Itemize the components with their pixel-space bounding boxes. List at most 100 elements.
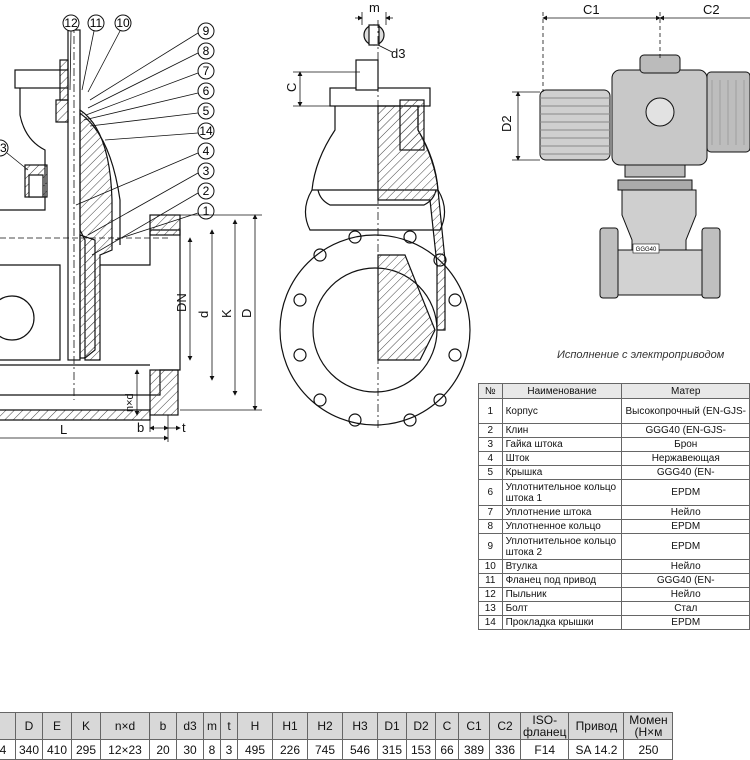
part-name: Фланец под привод	[501, 573, 623, 588]
part-num: 12	[478, 587, 503, 602]
dimensions-header: D E K n×d b d3 m t H H1 H2 H3 D1 D2 C C1…	[0, 712, 674, 740]
part-name: Прокладка крышки	[501, 615, 623, 630]
header-num: №	[478, 383, 503, 399]
part-num: 13	[478, 601, 503, 616]
part-name: Болт	[501, 601, 623, 616]
dim-header: H2	[307, 712, 343, 740]
callout-4: 4	[75, 142, 215, 206]
dim-header: n×d	[100, 712, 150, 740]
svg-text:6: 6	[203, 84, 210, 98]
dim-header: C1	[458, 712, 490, 740]
part-num: 14	[478, 615, 503, 630]
svg-text:10: 10	[116, 16, 130, 30]
dim-header: b	[149, 712, 177, 740]
dim-d2: D2	[499, 115, 514, 132]
part-name: Клин	[501, 423, 623, 438]
svg-text:12: 12	[64, 16, 78, 30]
svg-text:14: 14	[199, 124, 213, 138]
svg-text:2: 2	[203, 184, 210, 198]
part-material: GGG40 (EN-GJS-	[621, 423, 750, 438]
part-material: Нейло	[621, 505, 750, 520]
dim-header: ISO-фланец	[519, 712, 570, 740]
callout-10: 10	[87, 14, 132, 93]
dim-header: D1	[377, 712, 407, 740]
part-num: 11	[478, 573, 503, 588]
dim-dn: DN	[174, 293, 189, 312]
dim-header: D	[15, 712, 43, 740]
part-num: 8	[478, 519, 503, 534]
dim-header: m	[203, 712, 221, 740]
front-dimensions	[293, 12, 393, 107]
part-name: Втулка	[501, 559, 623, 574]
svg-text:7: 7	[203, 64, 210, 78]
actuator-caption: Исполнение с электроприводом	[557, 349, 725, 361]
callout-13: 13	[0, 139, 29, 171]
part-material: EPDM	[621, 615, 750, 630]
callout-7: 7	[85, 62, 215, 116]
part-name: Пыльник	[501, 587, 623, 602]
dim-header: H3	[342, 712, 378, 740]
part-name: Уплотненное кольцо	[501, 519, 623, 534]
part-material: Нержавеющая	[621, 451, 750, 466]
dim-d-large: D	[239, 309, 254, 318]
part-callouts: 12 11 10 9 8 7	[0, 14, 215, 256]
dim-header: C2	[489, 712, 521, 740]
header-material: Матер	[621, 383, 750, 399]
dim-d3: d3	[391, 46, 405, 61]
callout-8: 8	[87, 42, 215, 109]
dim-c: C	[284, 83, 299, 92]
part-name: Гайка штока	[501, 437, 623, 452]
part-material: GGG40 (EN-	[621, 465, 750, 480]
svg-text:8: 8	[203, 44, 210, 58]
part-num: 3	[478, 437, 503, 452]
dimensions-table: D E K n×d b d3 m t H H1 H2 H3 D1 D2 C C1…	[0, 712, 674, 760]
part-name: Корпус	[501, 398, 623, 424]
part-num: 4	[478, 451, 503, 466]
svg-text:1: 1	[203, 204, 210, 218]
part-material: Нейло	[621, 559, 750, 574]
callout-5: 5	[89, 102, 215, 127]
callout-11: 11	[81, 14, 105, 91]
part-material: EPDM	[621, 479, 750, 506]
part-name: Уплотнительное кольцо штока 1	[501, 479, 623, 506]
callout-6: 6	[83, 82, 215, 121]
dim-header: C	[435, 712, 459, 740]
dim-header: H	[237, 712, 273, 740]
dim-b: b	[137, 420, 144, 435]
dim-header: Момен (Н×м	[623, 712, 674, 740]
part-material: EPDM	[621, 519, 750, 534]
part-num: 7	[478, 505, 503, 520]
part-name: Уплотнительное кольцо штока 2	[501, 533, 623, 560]
dim-header	[0, 712, 16, 740]
section-view	[0, 20, 181, 421]
part-name: Уплотнение штока	[501, 505, 623, 520]
svg-text:5: 5	[203, 104, 210, 118]
dim-c1: C1	[583, 2, 600, 17]
callout-2: 2	[91, 182, 215, 256]
dim-header: E	[42, 712, 72, 740]
dim-header: Привод	[568, 712, 625, 740]
callout-9: 9	[89, 22, 215, 101]
part-name: Крышка	[501, 465, 623, 480]
part-num: 1	[478, 398, 503, 424]
part-material: Нейло	[621, 587, 750, 602]
dim-t: t	[182, 420, 186, 435]
svg-text:3: 3	[203, 164, 210, 178]
part-material: EPDM	[621, 533, 750, 560]
callout-14: 14	[104, 122, 215, 141]
technical-drawing: 12 11 10 9 8 7	[0, 0, 750, 442]
dim-header: d3	[176, 712, 204, 740]
